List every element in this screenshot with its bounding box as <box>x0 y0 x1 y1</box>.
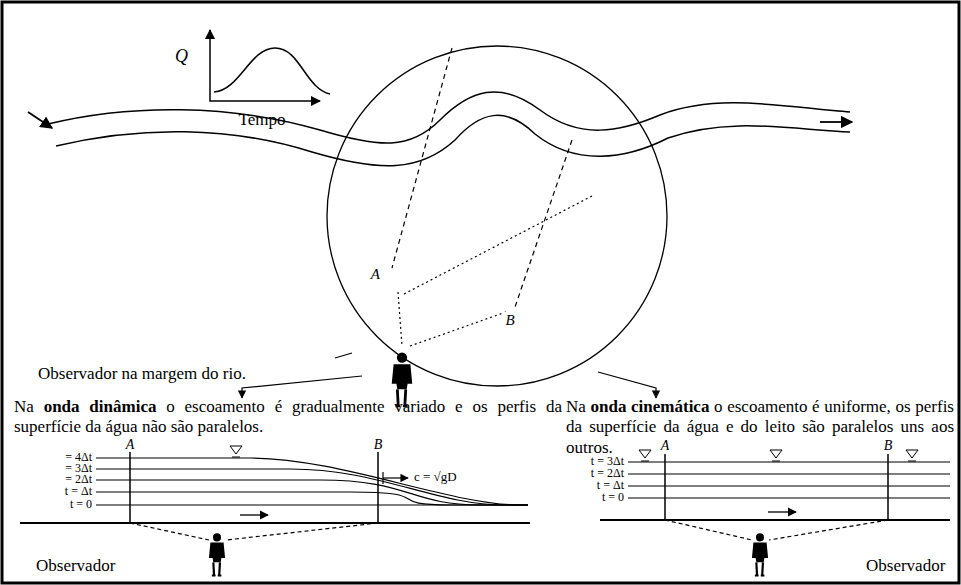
label: Observador <box>866 556 945 576</box>
water-profile <box>96 480 528 505</box>
time-label: c = √gD <box>412 470 459 485</box>
water-level-symbol <box>641 461 649 462</box>
observer-figure <box>209 533 225 575</box>
description-text: Na onda dinâmica o escoamento é gradualm… <box>14 397 562 438</box>
time-label: t = Δt <box>65 485 92 499</box>
sight-line <box>130 523 209 540</box>
water-profile <box>96 504 528 505</box>
leader <box>242 376 362 398</box>
celerity-arrow <box>383 477 408 478</box>
label: B <box>884 438 893 454</box>
label: Observador <box>36 556 115 576</box>
sight-line <box>410 312 506 346</box>
river-bank <box>56 115 850 165</box>
label: A <box>369 266 382 283</box>
section-line <box>514 140 572 310</box>
label: Observador na margem do rio. <box>38 364 246 384</box>
label: Tempo <box>239 110 286 130</box>
channel-bed <box>600 519 950 521</box>
section-a <box>664 454 666 520</box>
sight-line <box>226 523 378 540</box>
water-level-symbol <box>770 450 782 458</box>
section-a <box>129 452 131 523</box>
sight-line <box>404 196 592 294</box>
label: A <box>661 438 670 454</box>
water-level-symbol <box>772 461 780 462</box>
water-level-symbol <box>906 450 918 458</box>
section-b <box>887 454 889 520</box>
sight-line <box>398 292 402 346</box>
view-circle <box>327 46 667 386</box>
water-profile <box>96 469 528 505</box>
sight-line <box>769 520 888 540</box>
flow-arrow <box>768 511 796 512</box>
axis-arrow <box>312 100 320 102</box>
sight-line <box>665 520 752 540</box>
section-line <box>392 48 452 268</box>
water-level-symbol <box>639 450 651 458</box>
label: A <box>126 437 135 453</box>
section-b <box>377 452 379 523</box>
water-profile <box>628 461 950 462</box>
description-text: Na onda cinemática o escoamento é unifor… <box>566 397 954 458</box>
label: B <box>503 312 516 329</box>
time-label: t = 0 <box>602 491 624 505</box>
axis-arrow <box>209 30 211 36</box>
water-profile <box>96 458 528 505</box>
water-profile <box>628 473 950 474</box>
water-level-symbol <box>232 457 240 458</box>
flow-arrow <box>820 121 852 123</box>
water-level-symbol <box>230 446 242 454</box>
flow-arrow <box>28 112 52 128</box>
hydrograph-curve <box>214 48 330 94</box>
water-level-symbol <box>908 461 916 462</box>
observer-figure <box>752 533 768 575</box>
graph-axes <box>210 30 318 101</box>
channel-bed <box>20 522 530 524</box>
label: B <box>374 437 383 453</box>
time-label: t = 0 <box>70 498 92 512</box>
leader <box>598 372 656 398</box>
flow-arrow <box>240 514 268 515</box>
water-profile <box>628 497 950 498</box>
water-profile <box>628 485 950 486</box>
label: Q <box>175 46 188 67</box>
dash-mark <box>335 353 352 358</box>
river-bank <box>48 92 850 143</box>
water-profile <box>96 492 528 505</box>
